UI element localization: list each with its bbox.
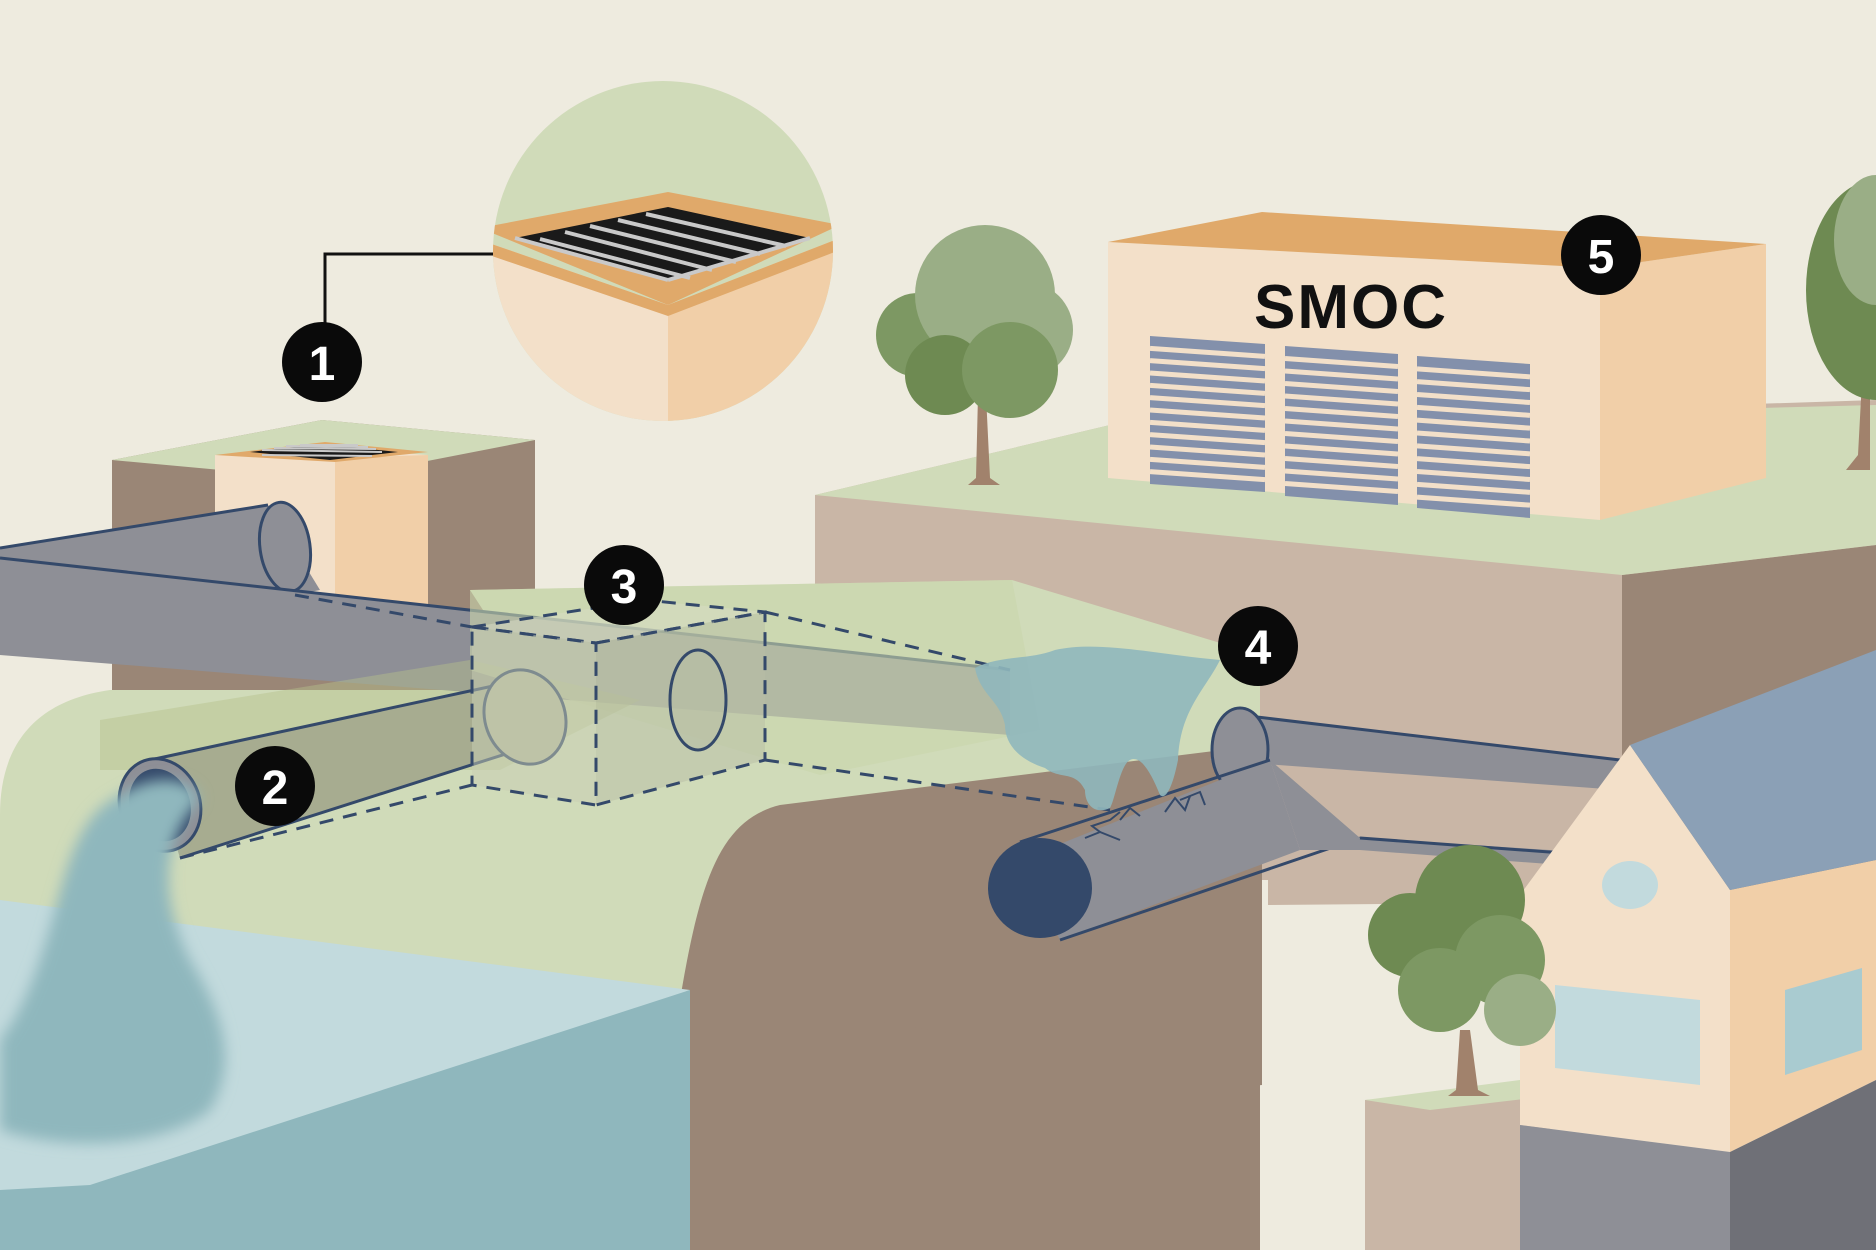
door-slat [1416, 494, 1531, 508]
door-slat [1284, 356, 1399, 369]
house-side-window [1785, 968, 1862, 1075]
door-slat [1416, 456, 1531, 470]
pipe-cracks [1084, 790, 1206, 841]
leak-water [975, 646, 1220, 811]
door-slat [1149, 358, 1266, 372]
door-slat [1149, 382, 1266, 396]
door-slat [1284, 406, 1399, 419]
door-slat [1149, 345, 1266, 359]
door-slat [1416, 481, 1531, 495]
door-slat [1416, 379, 1531, 393]
grate-small [250, 444, 398, 460]
outfall-water [0, 780, 225, 1144]
callout-1: 1 [282, 322, 362, 402]
garage-door-3 [1416, 356, 1531, 518]
door-slat [1284, 456, 1399, 469]
door-slat [1284, 381, 1399, 394]
callout-3: 3 [584, 545, 664, 625]
door-slat [1149, 407, 1266, 421]
smoc-building: SMOC [1108, 212, 1766, 520]
tree-right-edge [1806, 175, 1876, 470]
door-slat [1149, 444, 1266, 458]
grate-zoom-inset [323, 81, 833, 421]
door-slat [1149, 419, 1266, 433]
door-slat [1416, 430, 1531, 444]
door-slat [1149, 370, 1266, 384]
door-slat [1416, 366, 1531, 380]
building-sign: SMOC [1254, 273, 1448, 342]
door-slat [1284, 418, 1399, 432]
svg-text:2: 2 [262, 762, 289, 815]
callout-4: 4 [1218, 606, 1298, 686]
callout-2: 2 [235, 746, 315, 826]
door-slat [1284, 393, 1399, 407]
leaking-pipe [988, 758, 1631, 942]
garage-door-1 [1149, 336, 1266, 492]
door-slat [1149, 456, 1266, 470]
callout-5: 5 [1561, 215, 1641, 295]
door-slat [1416, 417, 1531, 431]
garage-door-2 [1284, 346, 1399, 505]
door-slat [1284, 443, 1399, 457]
tree-center [876, 225, 1073, 485]
tree-house [1368, 845, 1556, 1096]
svg-text:3: 3 [611, 561, 638, 614]
door-slat [1149, 395, 1266, 409]
door-slat [1284, 431, 1399, 444]
zoom-leader-line [323, 252, 493, 345]
svg-text:1: 1 [309, 338, 336, 391]
house-front-window [1555, 985, 1700, 1085]
door-slat [1416, 469, 1531, 482]
door-slat [1284, 468, 1399, 482]
door-slat [1149, 432, 1266, 446]
door-slat [1284, 368, 1399, 382]
house-round-window [1602, 861, 1658, 909]
svg-text:5: 5 [1588, 231, 1615, 284]
door-slat [1284, 481, 1399, 494]
door-slat [1416, 392, 1531, 405]
door-slat [1416, 404, 1531, 418]
svg-text:4: 4 [1245, 622, 1272, 675]
door-slat [1149, 469, 1266, 483]
door-slat [1416, 443, 1531, 457]
